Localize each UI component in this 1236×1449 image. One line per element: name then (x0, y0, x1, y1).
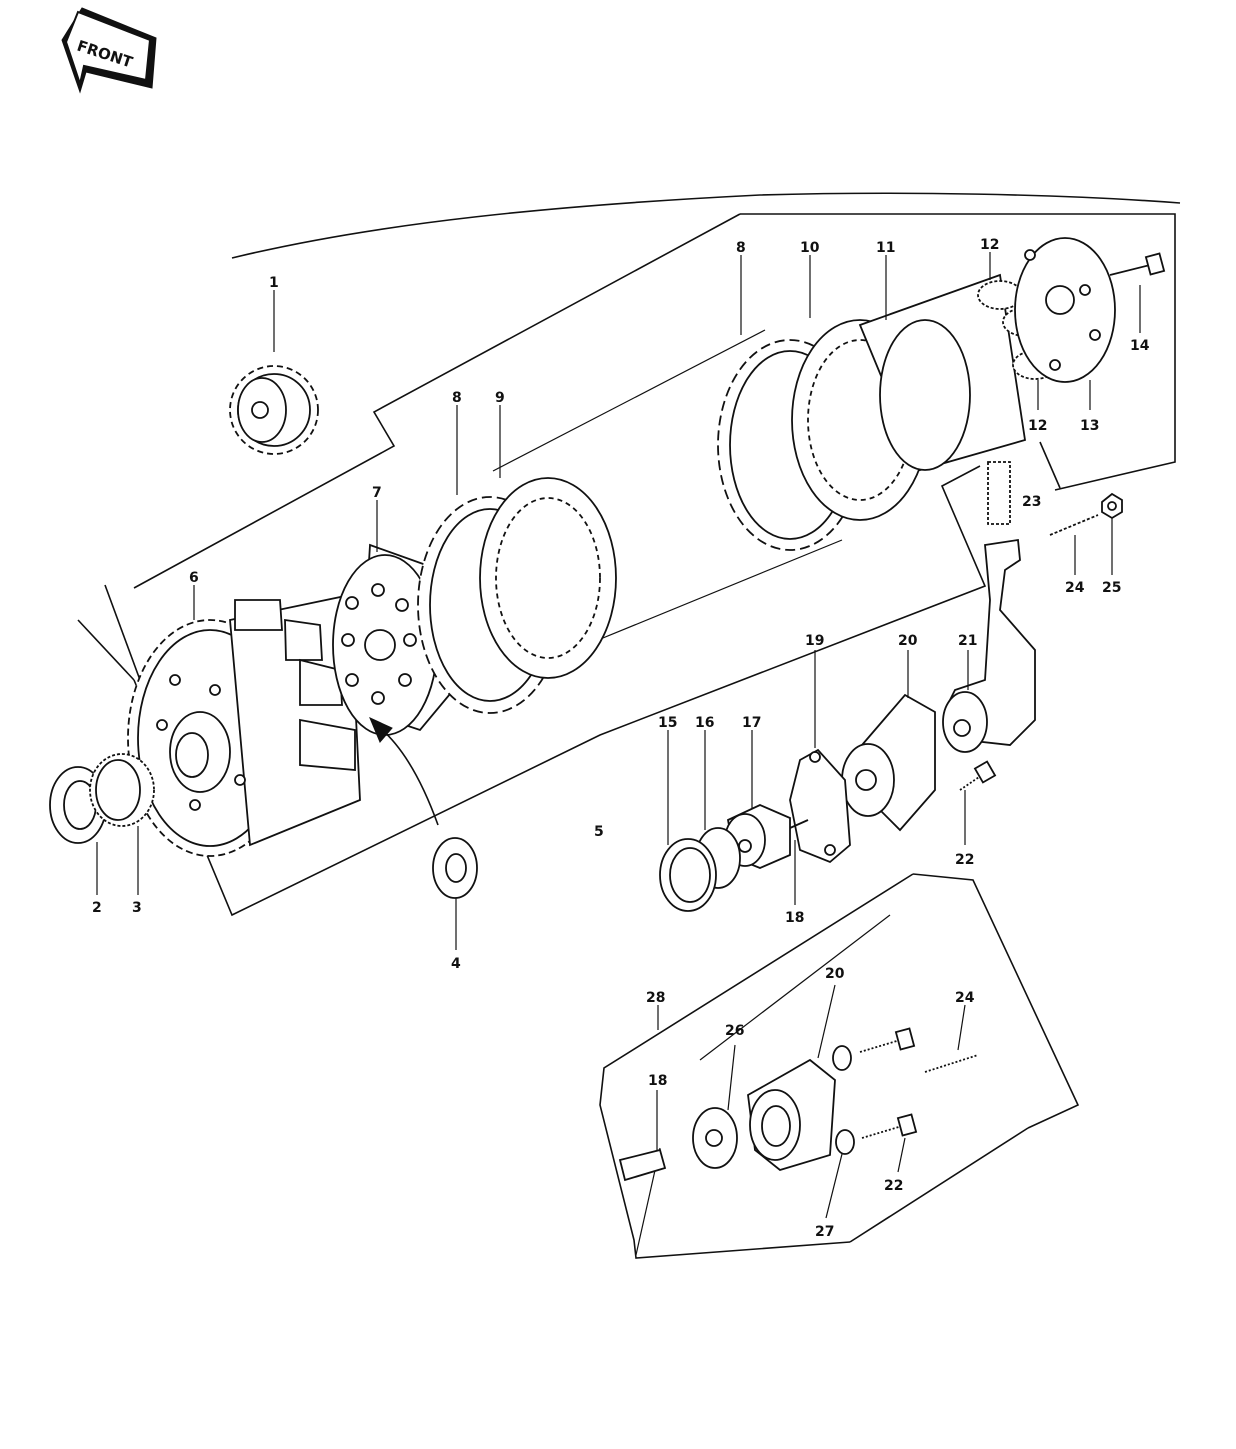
callout-23: 23 (1022, 494, 1041, 510)
callout-5: 5 (594, 824, 604, 840)
callout-3: 3 (132, 900, 142, 916)
callout-7: 7 (372, 485, 382, 501)
callout-12-bottom: 12 (1028, 418, 1047, 434)
callout-18-kit: 18 (648, 1073, 667, 1089)
callout-22: 22 (955, 852, 974, 868)
callout-26: 26 (725, 1023, 744, 1039)
callout-17: 17 (742, 715, 761, 731)
part-3-spring (89, 753, 155, 895)
front-arrow-badge: FRONT (61, 7, 157, 94)
callout-20: 20 (898, 633, 918, 649)
callout-27: 27 (815, 1224, 834, 1240)
callout-18: 18 (785, 910, 804, 926)
callout-labels: 1 2 3 4 5 6 7 8 9 8 10 11 12 12 13 14 15… (92, 237, 1150, 1240)
part-14-bolt (1109, 252, 1166, 333)
callout-28: 28 (646, 990, 665, 1006)
callout-4: 4 (451, 956, 461, 972)
part-1-gear (229, 290, 319, 455)
callout-2: 2 (92, 900, 102, 916)
callout-24-kit: 24 (955, 990, 975, 1006)
parts-8-9-clutch-plates-left (417, 405, 617, 714)
kit-part-26-bearing (692, 1044, 738, 1169)
kit-part-20-housing (747, 984, 836, 1171)
callout-16: 16 (695, 715, 714, 731)
part-4-washer (369, 717, 478, 950)
assembly-boundary (77, 192, 1181, 917)
callout-21: 21 (958, 633, 977, 649)
callout-14: 14 (1130, 338, 1150, 354)
part-23-spring (987, 461, 1011, 525)
part-13-pressure-plate (1014, 237, 1116, 410)
callout-8-left: 8 (452, 390, 462, 406)
callout-12-top: 12 (980, 237, 999, 253)
callout-25: 25 (1102, 580, 1121, 596)
part-22-screw (959, 760, 997, 845)
part-24-stud (1049, 514, 1099, 575)
part-19-gasket (789, 650, 851, 864)
callout-13: 13 (1080, 418, 1099, 434)
part-15-washer (659, 730, 717, 912)
kit-part-18-pin (618, 1090, 667, 1182)
part-6-clutch-housing (127, 585, 361, 857)
kit-boundary (599, 873, 1080, 1259)
part-11-clutch-boss (858, 255, 1027, 472)
part-18-pin (789, 819, 809, 905)
callout-22-kit: 22 (884, 1178, 903, 1194)
callout-15: 15 (658, 715, 677, 731)
part-25-nut (1101, 492, 1123, 575)
kit-part-27-washers (825, 1045, 855, 1219)
callout-20-kit: 20 (825, 966, 845, 982)
callout-24: 24 (1065, 580, 1085, 596)
callout-19: 19 (805, 633, 824, 649)
callout-9: 9 (495, 390, 505, 406)
kit-part-22-bolt (861, 1113, 918, 1173)
callout-6: 6 (189, 570, 199, 586)
callout-10: 10 (800, 240, 820, 256)
callout-8-right: 8 (736, 240, 746, 256)
part-20-release-housing (841, 650, 936, 832)
kit-part-bolt-upper (859, 1027, 916, 1053)
kit-part-24-stud (924, 1004, 979, 1073)
callout-1: 1 (269, 275, 279, 291)
part-21-release-lever (942, 538, 1036, 753)
callout-11: 11 (876, 240, 895, 256)
